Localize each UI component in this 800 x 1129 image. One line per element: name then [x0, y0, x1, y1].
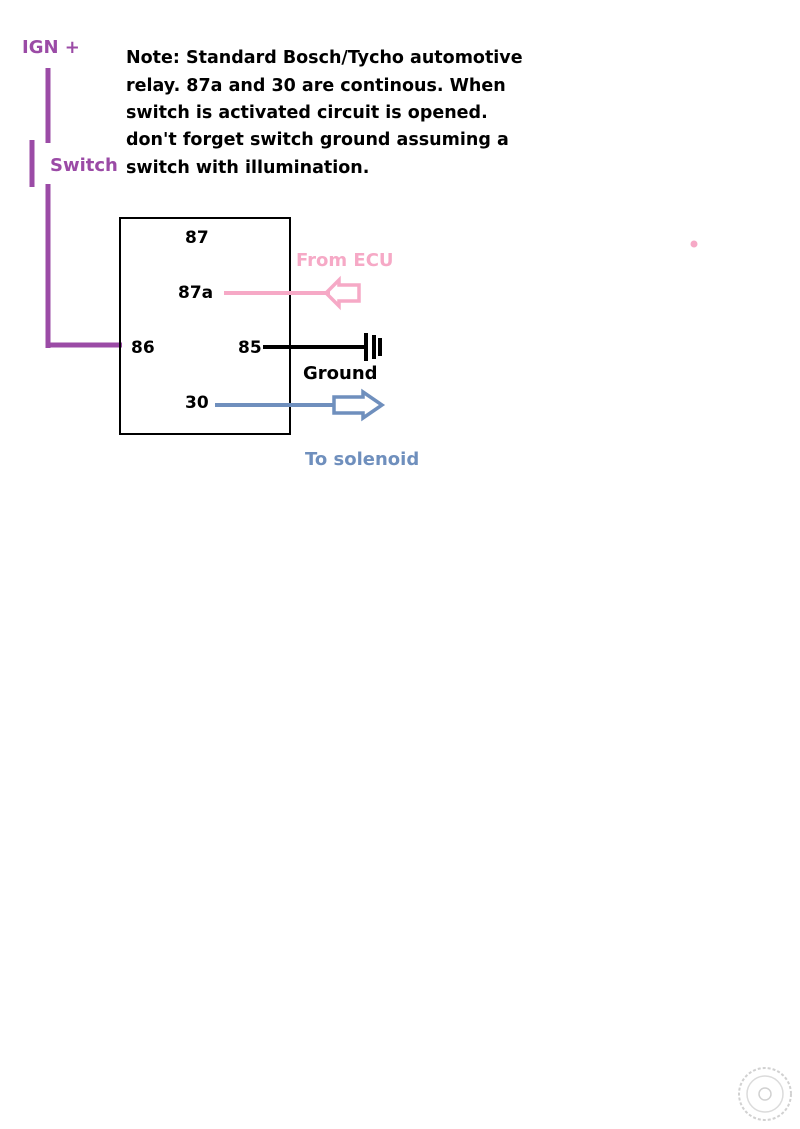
- stray-dot: [690, 240, 698, 248]
- relay-box: [119, 217, 291, 435]
- solenoid-wire: To solenoid: [215, 388, 419, 470]
- pin-30-label: 30: [185, 393, 209, 413]
- relay: 87 87a 86 85 30: [119, 217, 291, 435]
- note-line-4: don't forget switch ground assuming a: [126, 130, 509, 150]
- pin-87-label: 87: [185, 228, 209, 248]
- pin-85-label: 85: [238, 338, 262, 358]
- to-solenoid-label: To solenoid: [305, 449, 419, 470]
- switch-label: Switch: [50, 155, 118, 176]
- note-line-3: switch is activated circuit is opened.: [126, 103, 488, 123]
- ecu-wire: From ECU: [224, 250, 394, 311]
- ground-label: Ground: [303, 363, 378, 384]
- arrow-left-icon: [323, 275, 361, 311]
- pin-86-label: 86: [131, 338, 155, 358]
- arrow-right-icon: [332, 388, 386, 422]
- note-line-5: switch with illumination.: [126, 158, 369, 178]
- from-ecu-label: From ECU: [296, 250, 394, 271]
- ground-wire: Ground: [263, 333, 382, 384]
- ign-wire: IGN + Switch: [22, 37, 122, 348]
- note-block: Note: Standard Bosch/Tycho automotive re…: [126, 48, 523, 178]
- seal-watermark-icon: [738, 1067, 792, 1121]
- ign-label: IGN +: [22, 37, 80, 58]
- note-line-1: Note: Standard Bosch/Tycho automotive: [126, 48, 523, 68]
- note-line-2: relay. 87a and 30 are continous. When: [126, 76, 506, 96]
- pin-87a-label: 87a: [178, 283, 213, 303]
